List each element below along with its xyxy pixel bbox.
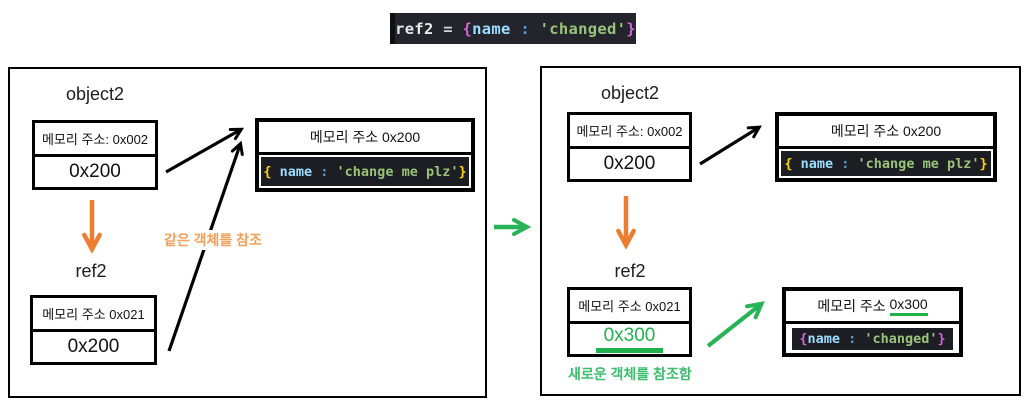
code-token: name — [279, 163, 313, 180]
code-token: 'changed' — [864, 330, 938, 347]
right-ref2-new-address: 0x300 — [595, 325, 664, 353]
code-token: ref2 — [395, 19, 444, 38]
code-token: : — [312, 163, 337, 180]
left-annotation-same-object: 같은 객체를 참조 — [162, 230, 264, 250]
memory-header-prefix: 메모리 주소 — [817, 298, 890, 314]
code-token: } — [458, 163, 467, 180]
code-token: { — [263, 163, 280, 180]
code-token: } — [626, 19, 636, 38]
right-object2-address: 메모리 주소: 0x002 — [570, 115, 689, 149]
code-token: = — [443, 19, 463, 38]
left-ref2-box: 메모리 주소 0x021 0x200 — [30, 295, 157, 365]
code-token: { — [784, 155, 801, 172]
right-panel — [540, 66, 1021, 396]
right-memory-0x200-code: { name : 'change me plz'} — [781, 151, 991, 176]
right-annotation-new-object: 새로운 객체를 참조함 — [566, 364, 694, 384]
left-object2-box: 메모리 주소: 0x002 0x200 — [32, 120, 158, 190]
code-token: 'changed' — [539, 19, 627, 38]
right-memory-0x200-header: 메모리 주소 0x200 — [779, 116, 993, 149]
right-object2-value: 0x200 — [603, 153, 656, 174]
code-token: name — [807, 330, 840, 347]
right-memory-0x300-code-area: {name : 'changed'} — [786, 324, 959, 353]
right-memory-0x200-box: 메모리 주소 0x200 { name : 'change me plz'} — [775, 112, 997, 182]
right-object2-label: object2 — [600, 83, 660, 103]
code-token: 'change me plz' — [857, 155, 980, 172]
left-object2-label: object2 — [65, 84, 125, 104]
right-ref2-value: 0x300 — [570, 324, 689, 354]
code-banner: ref2 = {name : 'changed'} — [390, 13, 636, 44]
left-ref2-label: ref2 — [75, 261, 107, 281]
code-token: { — [462, 19, 473, 38]
left-memory-0x200-header: 메모리 주소 0x200 — [259, 122, 471, 155]
left-object2-value: 0x200 — [69, 161, 121, 182]
code-token: } — [937, 330, 946, 347]
right-memory-0x300-box: 메모리 주소 0x300 {name : 'changed'} — [782, 287, 963, 357]
left-memory-0x200-code: { name : 'change me plz'} — [261, 157, 469, 186]
right-ref2-address: 메모리 주소 0x021 — [570, 290, 689, 324]
left-panel — [8, 67, 487, 398]
code-token: name — [800, 155, 834, 172]
right-ref2-label: ref2 — [614, 261, 646, 281]
left-ref2-value: 0x200 — [67, 336, 120, 357]
right-ref2-box: 메모리 주소 0x021 0x300 — [567, 287, 692, 357]
code-token: name — [472, 19, 511, 38]
memory-header-address-underlined: 0x300 — [889, 296, 928, 316]
left-memory-0x200-box: 메모리 주소 0x200 { name : 'change me plz'} — [255, 118, 475, 192]
right-memory-0x300-code: {name : 'changed'} — [792, 327, 953, 350]
code-token: : — [833, 155, 858, 172]
left-object2-address: 메모리 주소: 0x002 — [35, 123, 155, 157]
code-token: : — [510, 19, 540, 38]
code-token: 'change me plz' — [336, 163, 459, 180]
code-token: { — [799, 330, 808, 347]
left-ref2-address: 메모리 주소 0x021 — [33, 298, 154, 332]
code-token: } — [979, 155, 988, 172]
code-token: : — [839, 330, 865, 347]
right-object2-box: 메모리 주소: 0x002 0x200 — [567, 112, 692, 182]
right-memory-0x300-header: 메모리 주소 0x300 — [786, 291, 959, 324]
